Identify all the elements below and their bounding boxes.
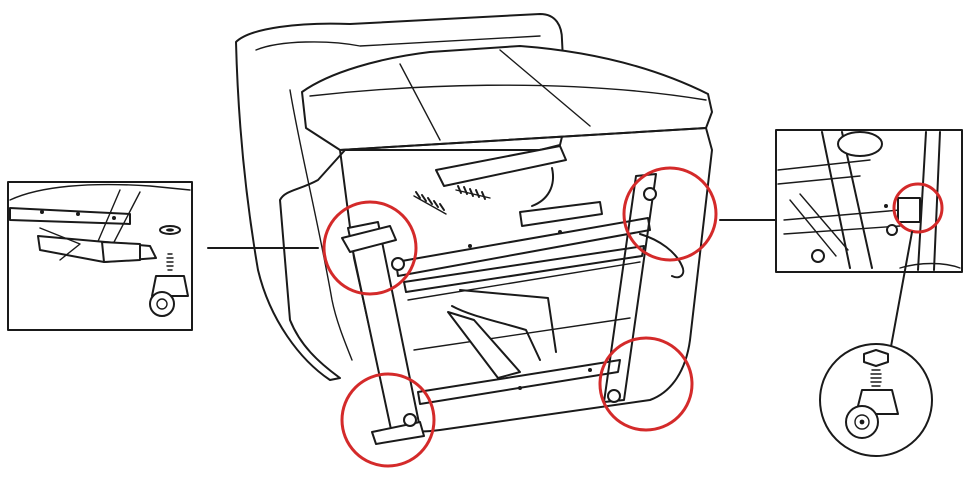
inset-rail-top xyxy=(9,183,191,201)
caster-threaded-stem xyxy=(870,369,882,387)
inset-rivet xyxy=(40,210,44,214)
right-inset-bolt xyxy=(811,249,825,263)
recliner-chair xyxy=(235,13,713,445)
tension-spring-right xyxy=(455,185,491,200)
tension-spring-left xyxy=(413,191,447,215)
chair-back-seam xyxy=(255,35,541,51)
middle-crossbar xyxy=(403,245,645,293)
right-inset-roller xyxy=(837,131,883,157)
seat-cushion-seam-2 xyxy=(499,49,591,127)
right-detail-inset xyxy=(719,129,963,353)
linkage-arm-1 xyxy=(451,305,541,361)
front-frame-rail xyxy=(417,359,621,405)
caster-axle xyxy=(859,419,865,425)
front-left-corner-bracket xyxy=(371,421,425,445)
rivet xyxy=(558,230,562,234)
right-frame-rail xyxy=(603,173,657,403)
inset-caster-hub xyxy=(156,298,168,310)
top-bracket xyxy=(435,145,567,187)
seat-cushion-seam-1 xyxy=(399,63,441,141)
inner-frame-line xyxy=(407,261,641,351)
inset-threaded-stem xyxy=(166,253,174,271)
recliner-handle xyxy=(639,233,685,279)
right-inset-bracket xyxy=(897,197,921,223)
inset-diagonal-rail xyxy=(95,189,141,247)
inset-rivet xyxy=(76,212,80,216)
rear-hook xyxy=(531,167,554,207)
right-inset-diagonal xyxy=(789,193,849,257)
caster-wheel-hub xyxy=(854,414,870,430)
right-inset-rail xyxy=(917,131,941,271)
rivet xyxy=(588,368,592,372)
inset-frame-bar xyxy=(9,207,131,225)
inset-caster-housing xyxy=(151,275,189,297)
front-left-bolt xyxy=(403,413,417,427)
highlight-circle-front-left xyxy=(340,372,436,468)
chair-back-shell xyxy=(235,13,567,381)
linkage-plate xyxy=(447,311,521,379)
front-right-bolt xyxy=(607,389,621,403)
caster-mount-highlights xyxy=(322,166,718,468)
caster-parts-circle xyxy=(819,343,933,457)
rear-left-corner-bracket xyxy=(341,225,397,253)
inset-washer-hole xyxy=(166,228,174,232)
rear-left-bolt xyxy=(391,257,405,271)
right-inset-rivet xyxy=(884,204,888,208)
caster-callout-line xyxy=(889,231,913,353)
seat-cushion xyxy=(301,45,713,151)
highlight-circle-right-inset xyxy=(892,182,944,234)
highlight-circle-front-right xyxy=(598,336,694,432)
rivet xyxy=(518,386,522,390)
inset-caster-wheel xyxy=(149,291,175,317)
rear-frame-rail xyxy=(395,217,651,277)
rear-right-bolt xyxy=(643,187,657,201)
inset-bracket-block xyxy=(101,241,141,263)
highlight-circle-rear-right xyxy=(622,166,718,262)
inset-linkage xyxy=(39,227,81,261)
right-inset-bolt xyxy=(886,224,898,236)
linkage-arm-2 xyxy=(459,289,557,353)
rivet xyxy=(468,244,472,248)
left-frame-rail xyxy=(347,221,421,435)
highlight-circle-rear-left xyxy=(322,200,418,296)
cross-brace xyxy=(519,201,603,227)
inset-rivet xyxy=(112,216,116,220)
right-inset-crossbar xyxy=(777,159,901,235)
caster-nut-icon xyxy=(863,349,889,367)
left-detail-inset xyxy=(7,181,319,331)
seat-cushion-seam-3 xyxy=(309,84,707,101)
